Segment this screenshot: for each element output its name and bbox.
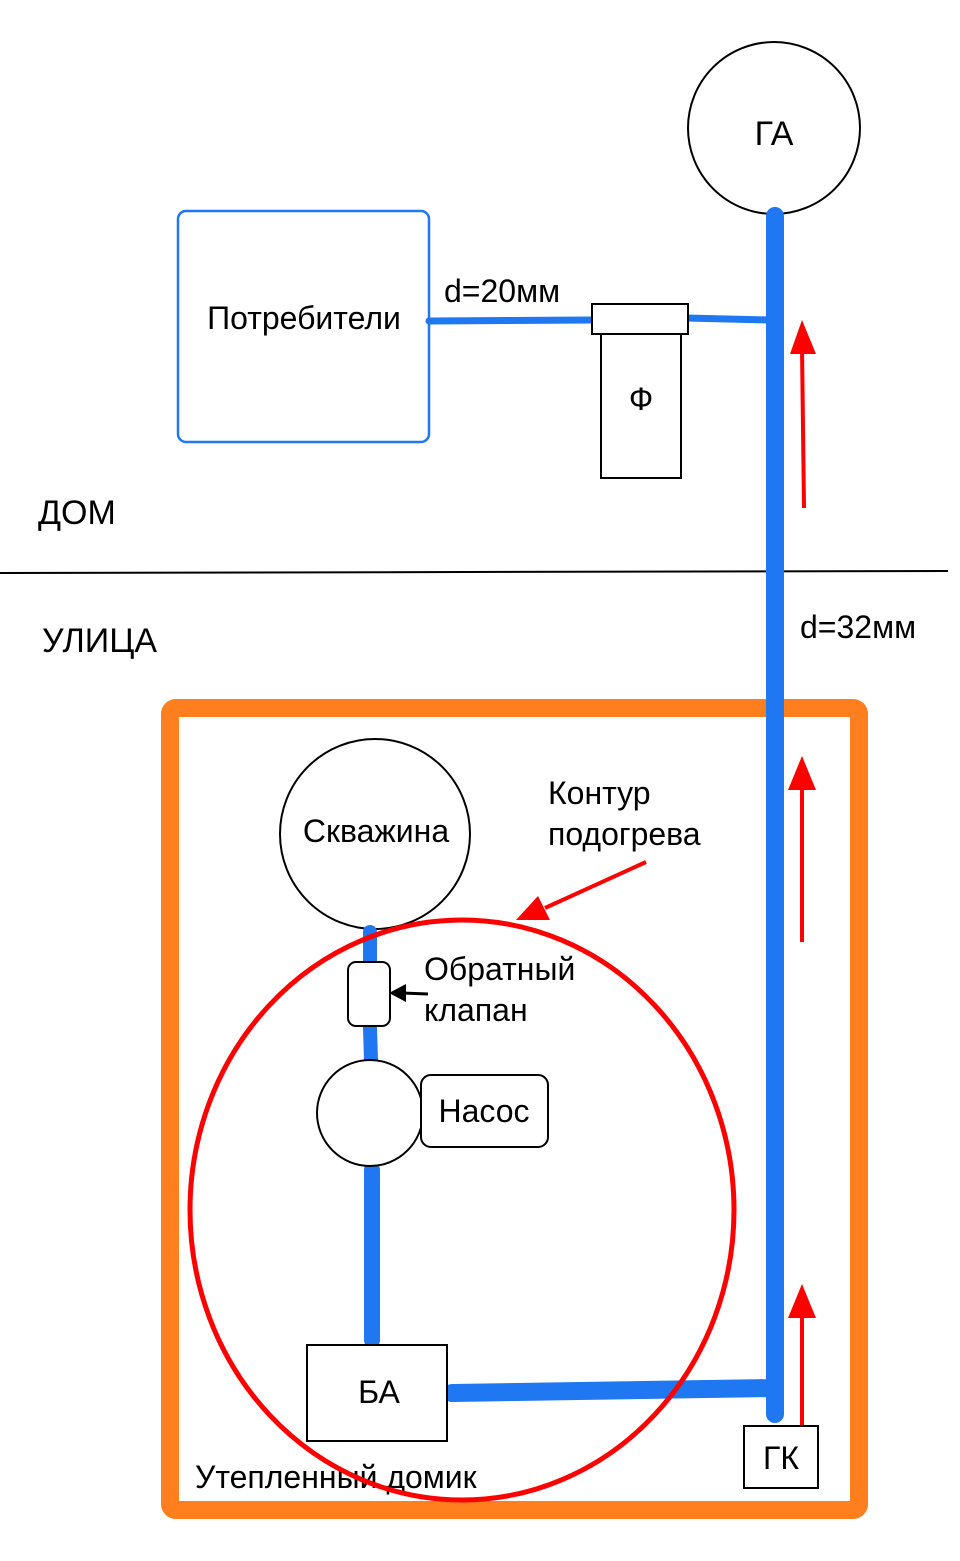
flow-arrow-top [790, 320, 816, 509]
filter-outlet-pipe [682, 314, 774, 324]
consumers-box [176, 209, 431, 444]
pump-label: Насос [438, 1093, 529, 1129]
flow-arrow-bottom [788, 1284, 816, 1426]
consumers-label: Потребители [207, 300, 401, 336]
pipe-small-diameter-label: d=20мм [444, 273, 560, 309]
heating-loop-label-line2: подогрева [548, 816, 701, 852]
heating-loop-circle [187, 917, 737, 1503]
flow-arrow-middle [788, 756, 816, 942]
insulated-house-frame [161, 699, 868, 1519]
check-valve-pointer-arrow [389, 984, 429, 1002]
filter-body [600, 333, 682, 479]
well-label: Скважина [303, 813, 450, 849]
house-zone-label: ДОМ [38, 494, 116, 532]
hydro-collector-label: ГК [763, 1440, 799, 1476]
consumers-supply-pipe [425, 316, 596, 325]
pipe-large-diameter-label: d=32мм [800, 609, 916, 645]
filter-head [591, 303, 689, 335]
buffer-to-riser-pipe [443, 1379, 784, 1402]
buffer-tank-box [306, 1344, 448, 1442]
hydro-accumulator-label: ГА [755, 115, 794, 153]
check-valve [347, 961, 391, 1027]
buffer-tank-label: БА [358, 1374, 400, 1410]
house-street-divider [0, 570, 949, 574]
check-valve-label-line1: Обратный [424, 951, 575, 987]
street-zone-label: УЛИЦА [42, 622, 157, 660]
check-valve-label-line2: клапан [424, 992, 528, 1028]
heating-loop-label-line1: Контур [548, 775, 651, 811]
filter-label: Ф [629, 381, 653, 417]
pump-circle [316, 1059, 424, 1167]
hydro-collector-box [743, 1425, 819, 1489]
heating-loop-pointer-arrow [516, 860, 647, 920]
pump-box [420, 1074, 549, 1148]
valve-to-pump-pipe [363, 1021, 378, 1067]
